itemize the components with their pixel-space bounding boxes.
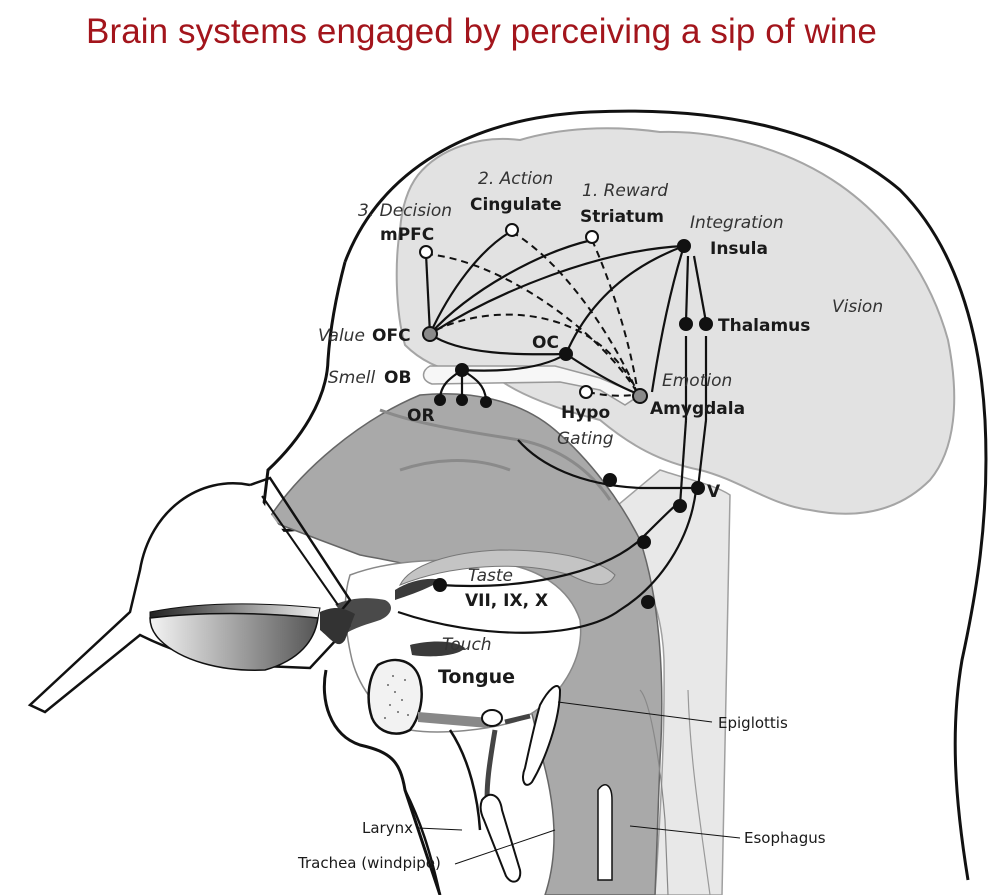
label-vision: Vision	[832, 297, 883, 317]
node-v	[691, 481, 705, 495]
jaw-bone	[367, 658, 423, 735]
label-striatum: Striatum	[580, 207, 664, 227]
label-integration: Integration	[690, 213, 784, 233]
label-tongue: Tongue	[438, 666, 515, 688]
label-v: V	[707, 482, 721, 502]
label-action: 2. Action	[478, 169, 553, 189]
label-gating: Gating	[557, 429, 614, 449]
label-smell: Smell	[328, 368, 376, 388]
node-striatum	[585, 230, 599, 244]
label-taste: Taste	[468, 566, 513, 586]
label-amygdala: Amygdala	[650, 399, 745, 419]
node-thalamus-right	[699, 317, 713, 331]
node-oc	[559, 347, 573, 361]
brain	[395, 127, 956, 515]
label-cingulate: Cingulate	[470, 195, 562, 215]
label-mpfc: mPFC	[380, 225, 434, 245]
soft-palate	[398, 549, 616, 586]
chin-neck-outline	[322, 669, 442, 895]
epiglottis	[522, 685, 562, 786]
label-epiglottis: Epiglottis	[718, 714, 788, 732]
node-insula	[677, 239, 691, 253]
diagram-title: Brain systems engaged by perceiving a si…	[86, 12, 877, 51]
label-touch: Touch	[442, 635, 492, 655]
node-mpfc	[419, 245, 433, 259]
label-oc: OC	[532, 333, 559, 353]
larynx	[479, 793, 522, 883]
node-markers	[419, 223, 713, 609]
node-cingulate	[505, 223, 519, 237]
wine-glass	[27, 476, 355, 714]
label-larynx: Larynx	[362, 819, 413, 837]
label-emotion: Emotion	[662, 371, 732, 391]
label-esophagus: Esophagus	[744, 829, 826, 847]
label-or: OR	[407, 406, 435, 426]
head-outline	[343, 109, 988, 881]
label-reward: 1. Reward	[582, 181, 668, 201]
label-hypo: Hypo	[561, 403, 610, 423]
node-ofc	[422, 326, 438, 342]
label-decision: 3. Decision	[358, 201, 452, 221]
label-insula: Insula	[710, 239, 768, 259]
node-amygdala	[632, 388, 648, 404]
label-value: Value	[318, 326, 365, 346]
label-thalamus: Thalamus	[718, 316, 810, 336]
node-thalamus-left	[679, 317, 693, 331]
label-cranial-nerves: VII, IX, X	[465, 591, 548, 611]
label-ob: OB	[384, 368, 411, 388]
node-ob	[455, 363, 469, 377]
label-trachea: Trachea (windpipe)	[297, 854, 441, 872]
node-hypo	[579, 385, 593, 399]
label-ofc: OFC	[372, 326, 411, 346]
